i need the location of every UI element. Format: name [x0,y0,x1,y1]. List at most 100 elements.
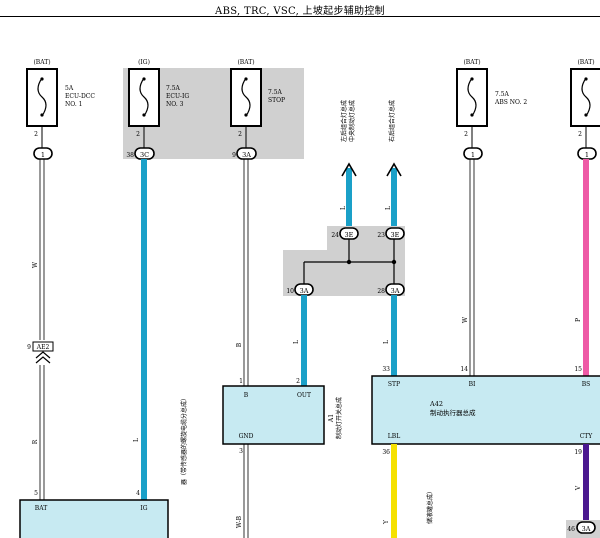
wire-l-stp [391,295,397,376]
wire-b-stop [243,159,249,386]
lamp-label-left-1: 左后组合灯总成 [340,100,348,142]
fuse2-pin: 2 [136,131,140,138]
wire-r-1 [39,365,45,500]
ecu-pin-ig: 4 [136,490,140,497]
junction-tr-connector [385,227,405,240]
fuse2-symbol [139,77,149,117]
fuse5-pin: 2 [578,131,582,138]
fuse3-conn-pin: 9 [232,152,236,159]
junction-tl-pin: 24 [331,232,339,239]
switch-pin-b: 1 [239,378,243,385]
fuse1-pin: 2 [34,131,38,138]
switch-name: 制动灯开关总成 [335,397,343,439]
wire-color-w-1: W [32,261,39,268]
steering-sensor-box [19,499,169,538]
fuse1-symbol [37,77,47,117]
ecu-side-label: 器（带传感器的螺旋电缆分总成） [180,395,188,485]
wire-color-l-lamp-left: L [340,206,347,210]
actuator-box [371,375,600,445]
switch-pin-gnd: 3 [239,448,243,455]
wire-y-lbl [391,444,397,538]
junction-node-1 [346,259,352,265]
wire-color-wb: W-B [236,515,243,528]
fuse4-connector [463,147,483,160]
actuator-label-lbl: LBL [388,433,400,440]
fuse4-rating: 7.5A [495,91,510,98]
wire-l-switch-out [301,295,307,386]
wire-w-1 [39,159,45,340]
switch-label-out: OUT [297,392,311,399]
switch-pin-out: 2 [296,378,300,385]
title-rule [0,16,600,17]
actuator-pin-bi: 14 [460,366,468,373]
fuse4-symbol [467,77,477,117]
ae2-label: AE2 [36,344,50,351]
wire-color-y: Y [383,519,390,525]
fuse2-rating: 7.5A [166,85,181,92]
fuse2-name-1: ECU-IG [166,93,189,100]
wire-color-r: R [32,439,39,444]
actuator-bottom-connector [576,521,596,534]
junction-br-pin: 28 [377,288,385,295]
fuse4-name-1: ABS NO. 2 [494,99,527,106]
fuse1-name-2: NO. 1 [65,101,82,108]
junction-tr-label: 3E [391,231,400,239]
fuse4-conn-label: 1 [471,151,475,159]
wire-v-cty [583,444,589,522]
actuator-name: 制动执行器总成 [430,408,476,417]
fuse3-connector [236,147,257,160]
switch-label-b: B [244,392,249,399]
ecu-label-bat: BAT [35,505,47,512]
switch-code: A1 [328,414,335,423]
fuse2-conn-label: 3C [140,151,149,159]
wire-color-p: P [575,318,582,322]
arrow-lamp-left [341,162,357,177]
ecu-pin-bat: 5 [34,490,38,497]
junction-node-2 [391,259,397,265]
fuse3-source: (BAT) [237,59,254,66]
fuse1-name-1: ECU-DCC [65,93,95,100]
actuator-pin-bs: 15 [574,366,582,373]
wire-color-b: B [236,342,243,347]
actuator-label-bs: BS [582,381,591,388]
fuse1-rating: 5A [65,85,74,92]
junction-bl-pin: 10 [286,288,294,295]
lamp-label-left-2: 中央制动灯总成 [348,100,356,142]
actuator-bottom-conn-label: 3A [582,525,591,533]
actuator-label-cty: CTY [580,433,594,440]
wire-wb-ground [243,444,249,538]
actuator-pin-lbl: 36 [382,449,390,456]
actuator-pin-stp: 33 [382,366,390,373]
wire-color-l-ig: L [133,438,140,442]
fuse1-conn-label: 1 [41,151,45,159]
junction-bl-label: 3A [300,287,309,295]
actuator-label-bi: BI [469,381,476,388]
brake-switch-box [222,385,325,445]
fuse5-source: (BAT) [577,59,594,66]
fuse3-rating: 7.5A [268,89,283,96]
junction-shade [283,226,405,296]
ae2-chevron [35,351,51,364]
ecu-label-ig: IG [140,505,147,512]
switch-label-gnd: GND [239,433,254,440]
actuator-bottom-pin: 46 [567,526,575,533]
fuse3-name-1: STOP [268,97,285,104]
fuse2-conn-pin: 38 [126,152,134,159]
wire-l-lamp-left [346,168,352,226]
actuator-label-stp: STP [388,381,400,388]
fuse5-symbol [581,77,591,117]
fuse4-pin: 2 [464,131,468,138]
wire-p-bs [583,159,589,376]
ae2-connector [32,341,54,352]
wire-color-l-stp: L [383,340,390,344]
junction-tl-label: 3E [345,231,354,239]
fuse2-name-2: NO. 3 [166,101,184,108]
wire-color-l-lamp-right: L [385,206,392,210]
ae2-pin: 9 [27,344,31,351]
lamp-label-right: 右后组合灯总成 [388,100,396,142]
junction-tr-pin: 23 [377,232,385,239]
fuse4-source: (BAT) [463,59,480,66]
bottom-label: 储液罐总成） [426,488,434,524]
fuse1-source: (BAT) [33,59,50,66]
wire-w-abs [469,159,475,376]
